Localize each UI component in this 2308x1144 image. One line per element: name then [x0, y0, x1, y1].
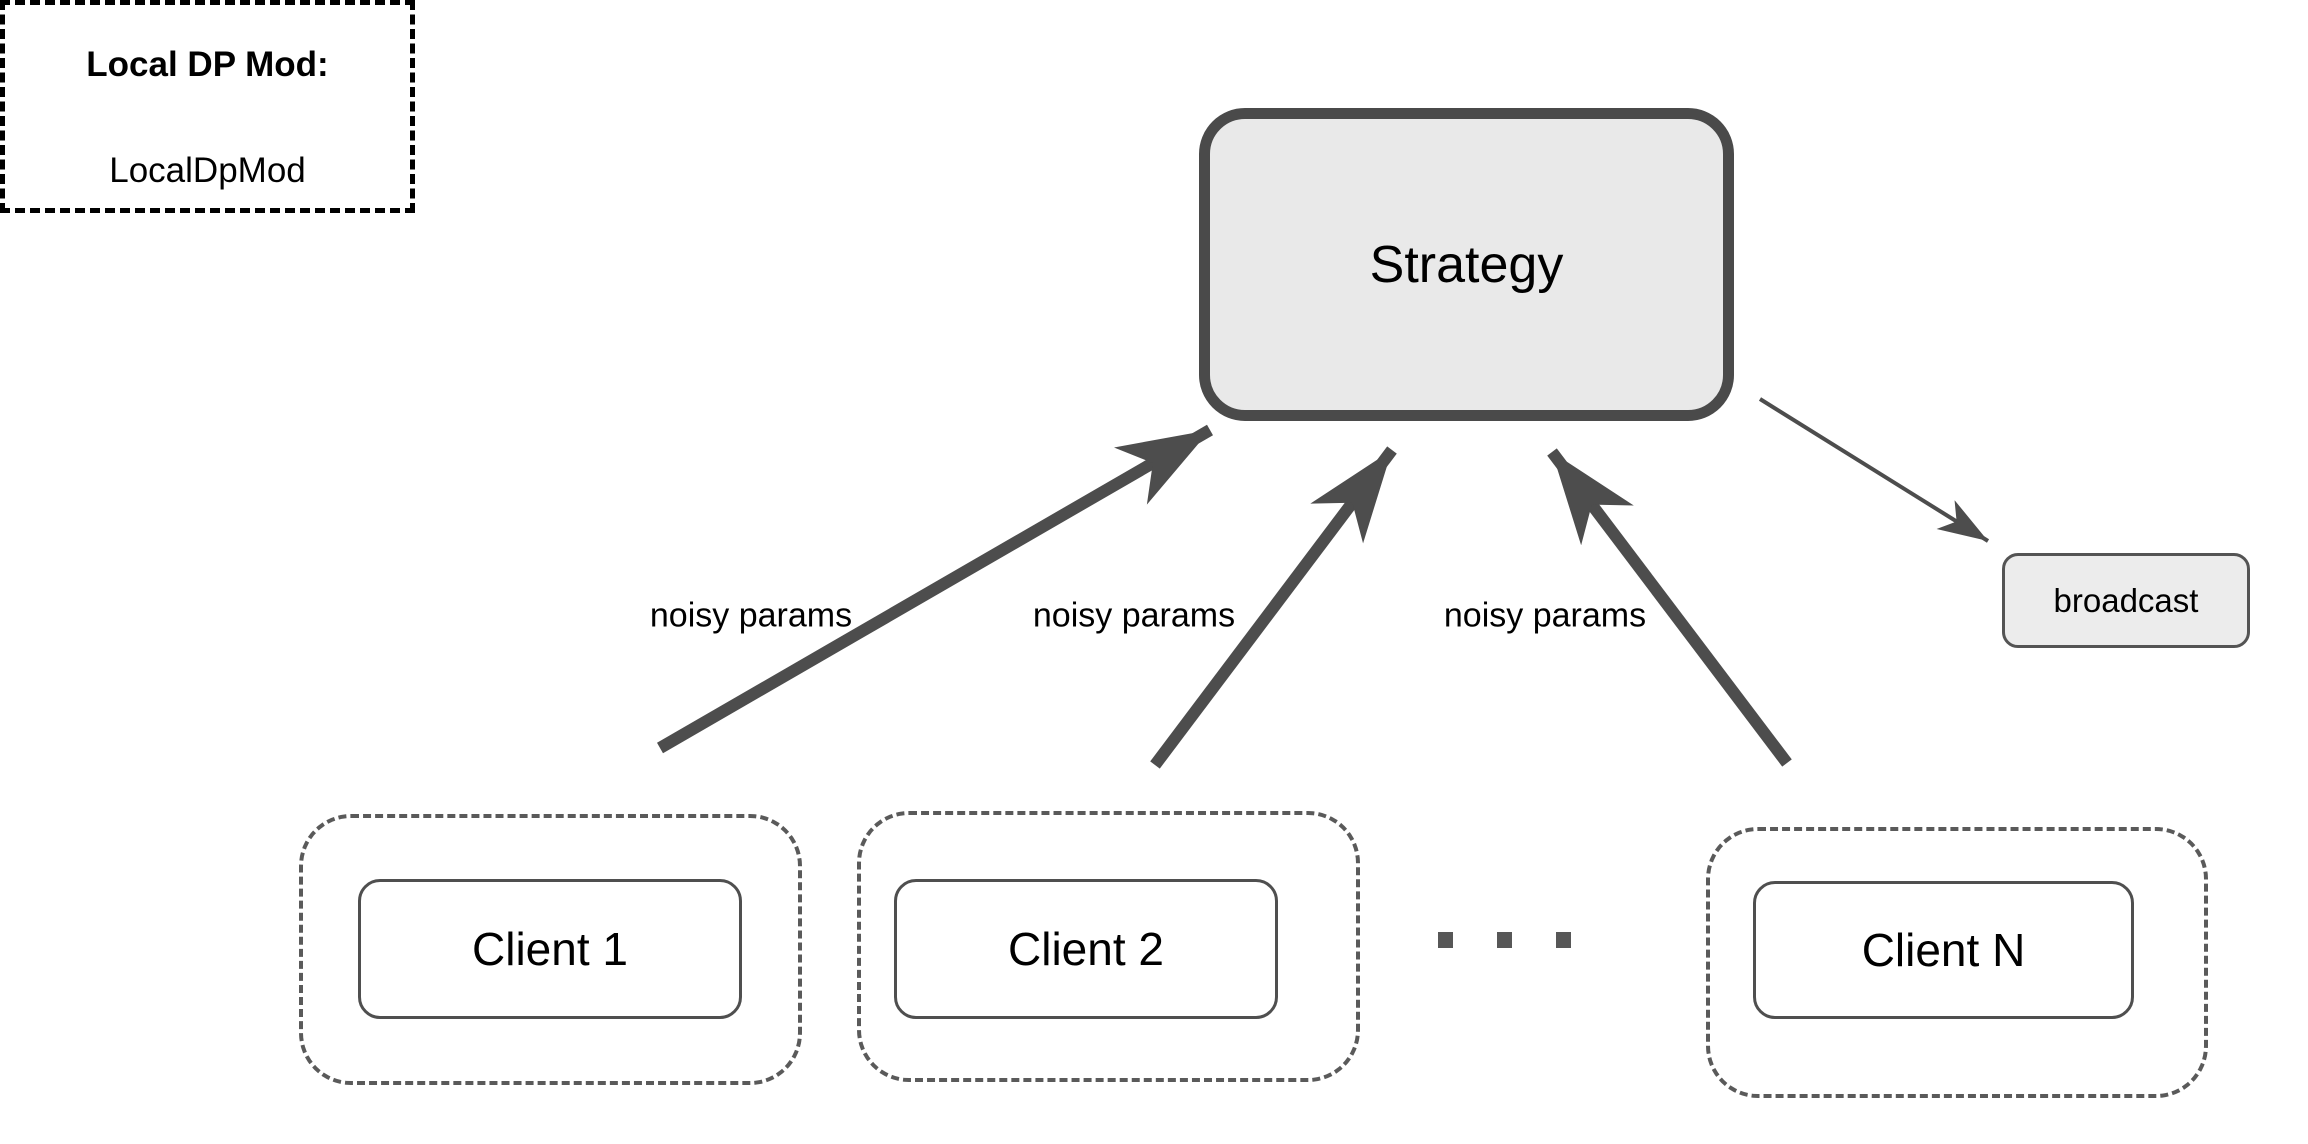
client-n-group: Client N [1706, 827, 2208, 1098]
client-1-label: Client 1 [472, 923, 628, 975]
arrow-strategy-to-broadcast [1758, 397, 1990, 543]
local-dp-note: Local DP Mod: LocalDpMod [0, 0, 415, 213]
edge-label-noisy-params-3: noisy params [1443, 596, 1647, 635]
local-dp-note-value: LocalDpMod [109, 151, 306, 190]
ellipsis-dot [1438, 932, 1453, 948]
client-2-group: Client 2 [857, 811, 1360, 1082]
client-1-group: Client 1 [299, 814, 802, 1085]
client-1-node: Client 1 [358, 879, 742, 1019]
client-2-node: Client 2 [894, 879, 1278, 1019]
broadcast-label: broadcast [2053, 581, 2199, 619]
strategy-node: Strategy [1199, 108, 1734, 421]
local-dp-note-heading: Local DP Mod: [86, 45, 329, 84]
ellipsis-dot [1497, 932, 1512, 948]
client-n-node: Client N [1753, 881, 2134, 1019]
client-2-label: Client 2 [1008, 923, 1164, 975]
broadcast-node: broadcast [2002, 553, 2250, 648]
edge-label-noisy-params-2: noisy params [1032, 596, 1236, 635]
strategy-label: Strategy [1369, 235, 1564, 294]
ellipsis-dot [1556, 932, 1571, 948]
arrow-noisy-params-1 [656, 424, 1214, 754]
client-n-label: Client N [1861, 924, 2026, 976]
edge-label-noisy-params-1: noisy params [649, 596, 853, 635]
ellipsis-dots [1438, 932, 1571, 948]
